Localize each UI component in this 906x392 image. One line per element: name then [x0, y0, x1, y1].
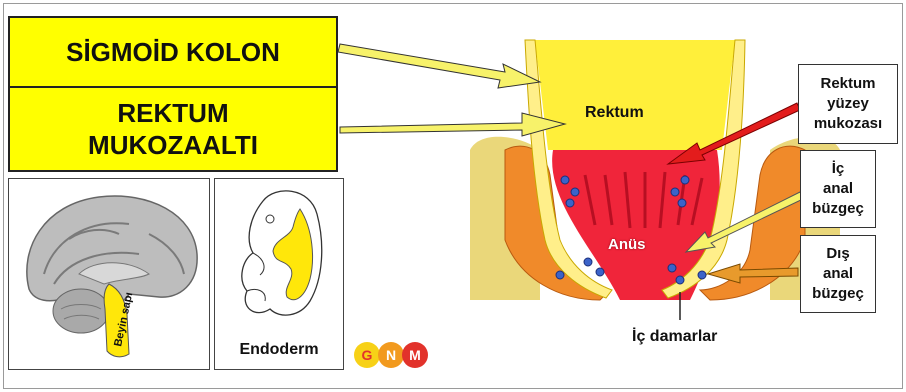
dis-anal-callout: Dış anal büzgeç: [800, 235, 876, 313]
ic-anal-label: İç anal büzgeç: [812, 159, 864, 220]
rektum-mukozaalti-arrow: [340, 113, 565, 136]
ic-anal-callout: İç anal büzgeç: [800, 150, 876, 228]
rektum-yuzey-callout: Rektum yüzey mukozası: [798, 64, 898, 144]
sigmoid-arrow: [338, 44, 540, 88]
rektum-yuzey-label: Rektum yüzey mukozası: [814, 74, 882, 135]
ic-damarlar-label: İç damarlar: [632, 328, 717, 346]
anus-label: Anüs: [608, 236, 646, 253]
rektum-label: Rektum: [585, 104, 644, 122]
dis-anal-label: Dış anal büzgeç: [812, 244, 864, 305]
rectum-tube: [535, 40, 735, 150]
